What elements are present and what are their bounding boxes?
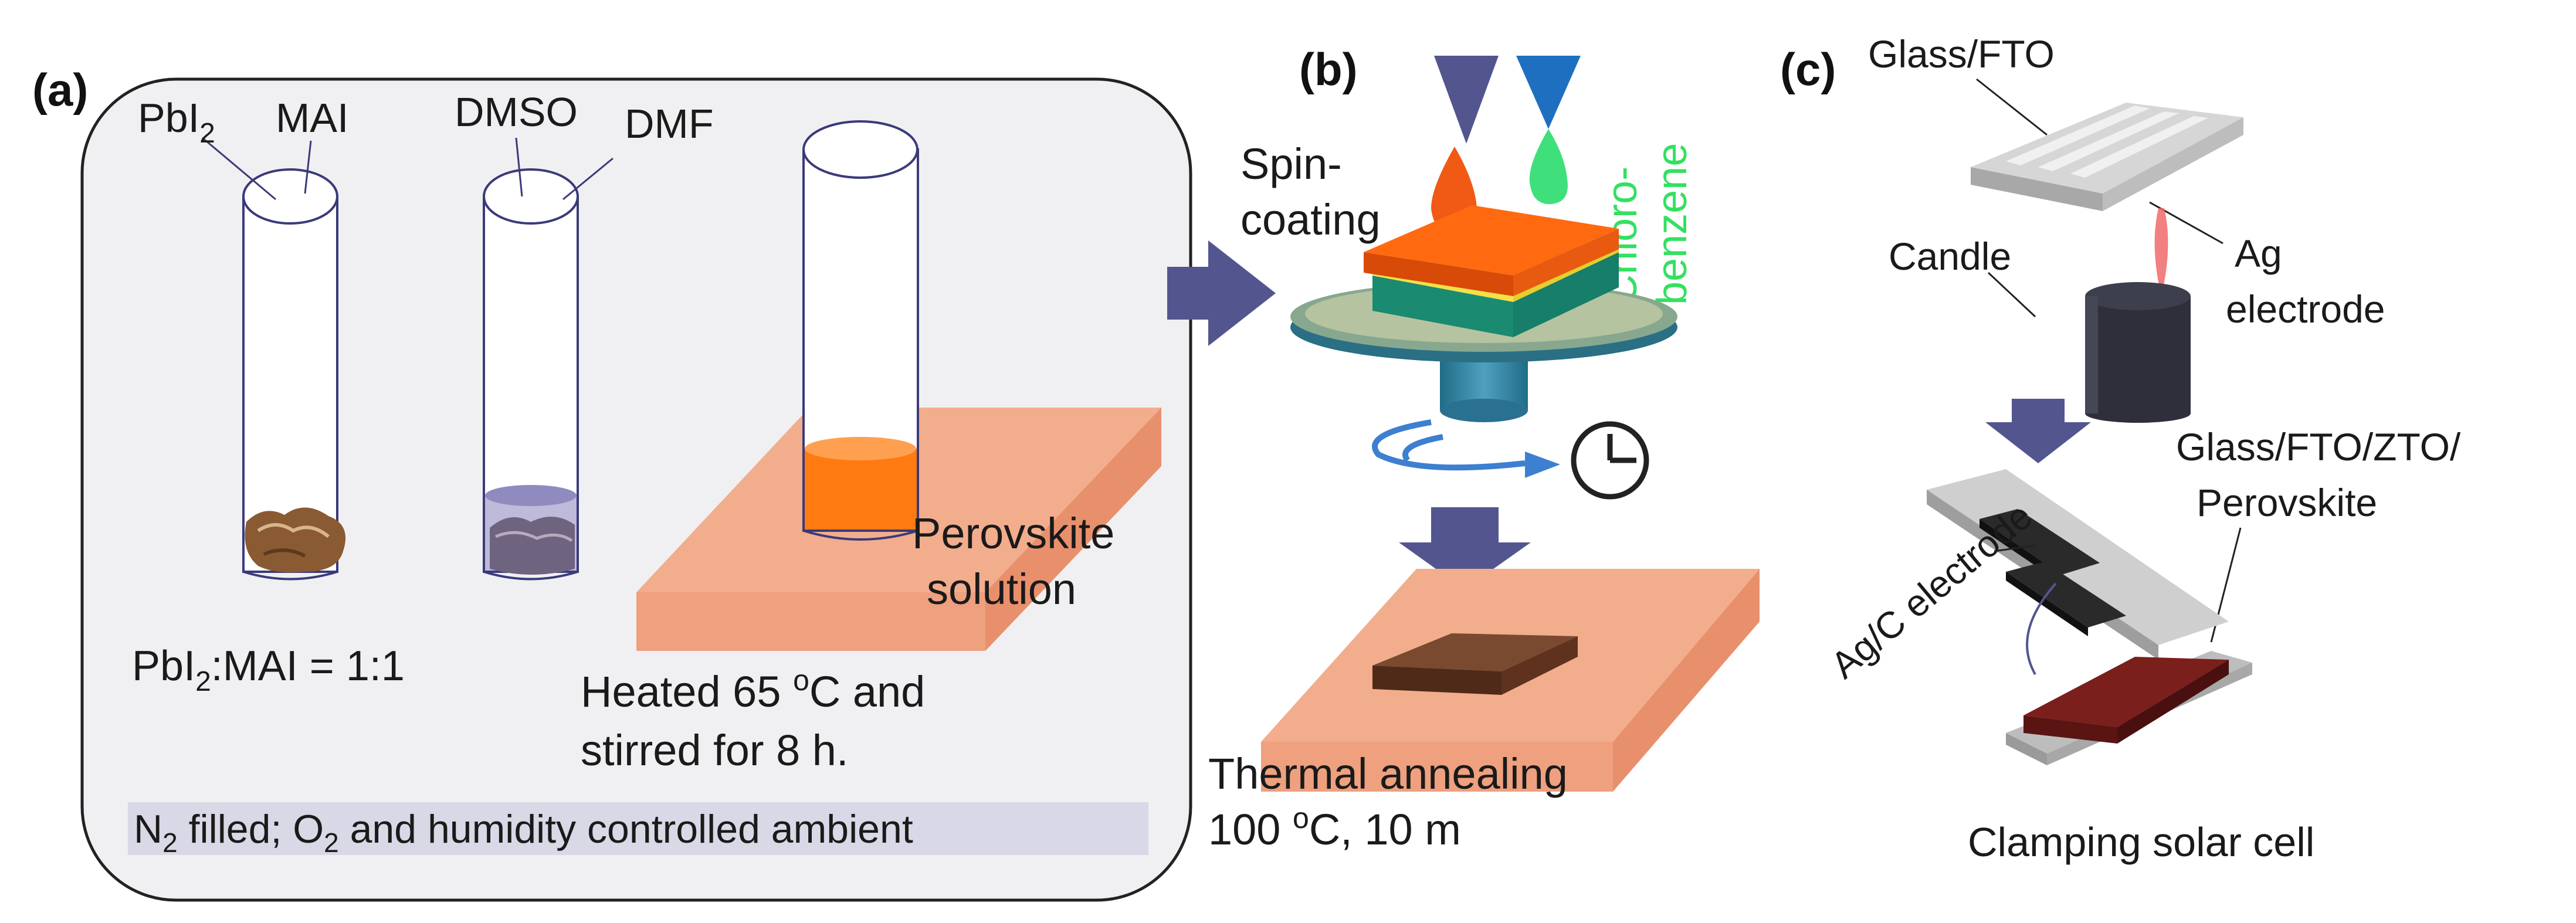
ambient-label: N2 filled; O2 and humidity controlled am… (134, 807, 913, 858)
heated-label: Heated 65 oC and stirred for 8 h. (581, 664, 937, 775)
tube2-label-dmso: DMSO (455, 89, 578, 135)
arrow-candle-to-cell (1985, 399, 2091, 463)
substrate-stack (1364, 205, 1619, 337)
candle-icon (2085, 282, 2191, 423)
chlorobenzene-label: Chloro- benzene (1599, 143, 1696, 305)
bottom-cell (2006, 651, 2252, 765)
agc-electrode-label: Ag/C electrode (1823, 494, 2041, 686)
rotation-arrow-icon (1372, 419, 1560, 478)
candle-label: Candle (1889, 235, 2011, 278)
stack-label: Glass/FTO/ZTO/ Perovskite (2176, 425, 2472, 524)
flame-icon (2154, 208, 2168, 296)
panel-a-label: (a) (32, 64, 88, 116)
chlorobenzene-dispenser-icon (1516, 56, 1581, 129)
annealing-label: Thermal annealing 100 oC, 10 m (1208, 749, 1580, 854)
perovskite-solution-liquid (805, 449, 917, 530)
panel-c: (c) Glass/FTO Candle Ag electrode (1780, 32, 2472, 865)
tube-perovskite-solution (802, 120, 919, 541)
fto-glass-substrate (1971, 103, 2243, 211)
pbi2-mai-powder (245, 507, 346, 573)
ambient-band (128, 802, 1148, 855)
clamping-label: Clamping solar cell (1968, 819, 2314, 865)
tube1-label-mai: MAI (276, 95, 348, 141)
arrow-spin-to-anneal (1399, 507, 1531, 589)
solution-label: Perovskite solution (912, 509, 1127, 613)
panel-b: (b) Spin- coating Chloro- benzene (1208, 43, 1760, 854)
tube-dmso-dmf (483, 168, 579, 581)
perovskite-dispenser-icon (1434, 56, 1499, 144)
ratio-label: PbI2:MAI = 1:1 (132, 643, 405, 697)
arrow-a-to-b (1167, 240, 1276, 346)
panel-b-label: (b) (1299, 43, 1358, 95)
panel-c-label: (c) (1780, 43, 1836, 95)
panel-a: (a) PbI2 MAI DMSO DMF (32, 64, 1192, 902)
tube1-label-pbi2: PbI2 (138, 95, 215, 149)
spin-coating-label: Spin- coating (1240, 140, 1381, 244)
chlorobenzene-drop-icon (1529, 129, 1568, 205)
tube-pbi2-mai (242, 168, 346, 581)
clamp-curve-arrow (2026, 582, 2057, 675)
glass-fto-label: Glass/FTO (1868, 32, 2055, 76)
electrode-plate (1927, 469, 2229, 660)
annealed-film (1372, 633, 1578, 695)
clock-icon (1571, 421, 1649, 500)
tube2-label-dmf: DMF (625, 101, 714, 147)
ag-electrode-label: Ag electrode (2226, 232, 2385, 331)
